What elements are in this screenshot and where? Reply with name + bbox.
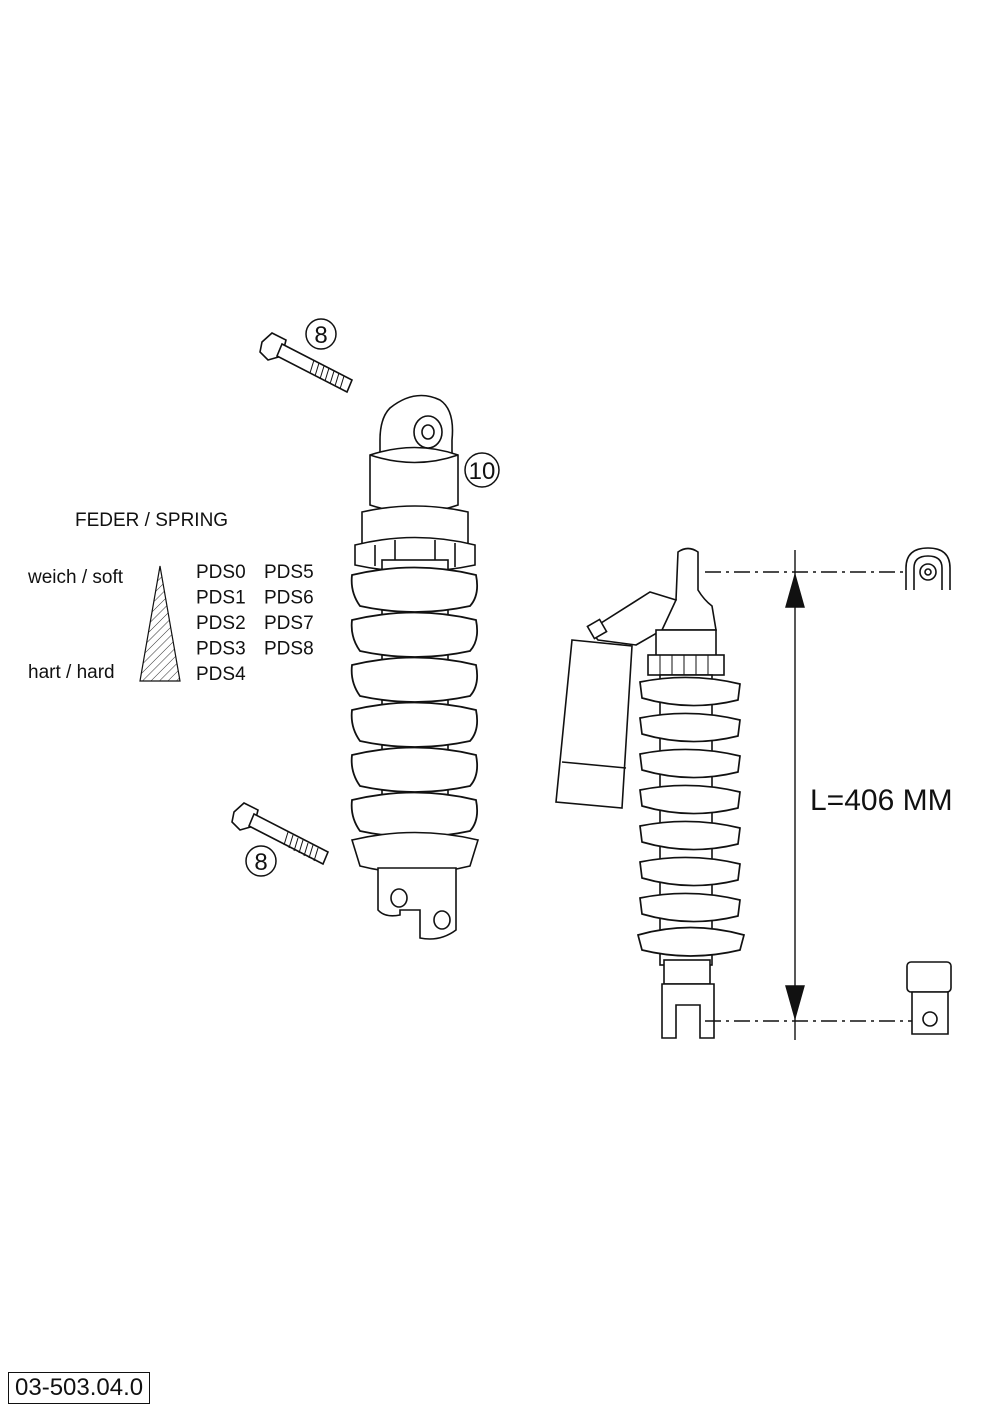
spring-legend: FEDER / SPRING weich / soft hart / hard …	[27, 510, 314, 685]
legend-hard-label: hart / hard	[28, 662, 115, 683]
spring-code: PDS1	[196, 588, 246, 609]
shock-absorber	[350, 394, 480, 940]
shock-side-view	[555, 547, 746, 1039]
dimension-length	[705, 550, 925, 1040]
bolt-bottom	[231, 802, 330, 866]
svg-text:8: 8	[314, 322, 327, 349]
legend-title: FEDER / SPRING	[75, 510, 228, 531]
spring-code: PDS2	[196, 613, 246, 634]
svg-text:10: 10	[469, 458, 496, 485]
dimension-label: L=406 MM	[810, 784, 953, 817]
svg-text:8: 8	[254, 849, 267, 876]
hardness-wedge	[139, 565, 181, 682]
callout-bolt-bottom: 8	[245, 845, 277, 877]
spring-code: PDS3	[196, 639, 246, 660]
spring-code: PDS6	[264, 588, 314, 609]
legend-soft-label: weich / soft	[27, 567, 124, 588]
spring-code: PDS4	[196, 664, 246, 685]
spring-code: PDS7	[264, 613, 314, 634]
bottom-mount-detail	[906, 961, 952, 1035]
spring-code: PDS8	[264, 639, 314, 660]
spring-code: PDS5	[264, 562, 314, 583]
callout-shock: 10	[464, 452, 500, 488]
top-mount-detail	[905, 547, 951, 590]
spring-code: PDS0	[196, 562, 246, 583]
bolt-top	[259, 332, 354, 394]
drawing-code: 03-503.04.0	[8, 1372, 151, 1404]
callout-bolt-top: 8	[305, 318, 337, 350]
